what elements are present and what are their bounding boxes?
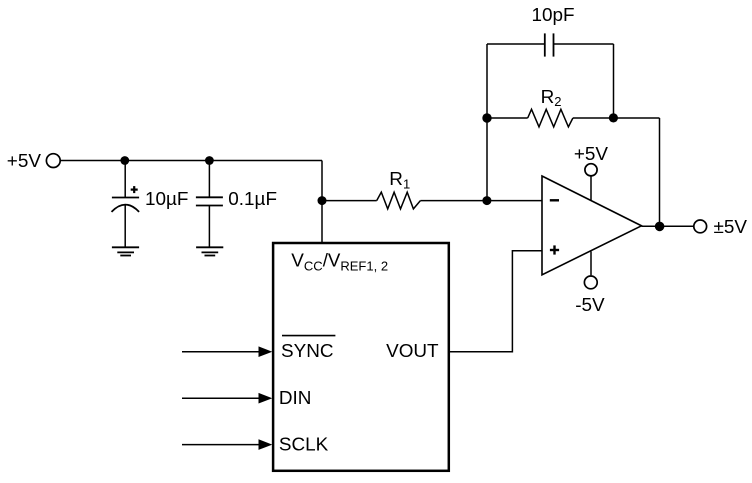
svg-text:0.1µF: 0.1µF: [228, 189, 277, 210]
svg-text:+5V: +5V: [7, 151, 42, 172]
svg-text:SCLK: SCLK: [279, 434, 329, 455]
svg-text:SYNC: SYNC: [281, 341, 333, 362]
svg-text:+5V: +5V: [574, 144, 609, 165]
svg-text:VOUT: VOUT: [386, 341, 439, 362]
svg-text:-5V: -5V: [575, 295, 605, 316]
svg-text:10µF: 10µF: [145, 189, 188, 210]
svg-text:±5V: ±5V: [714, 217, 748, 238]
svg-text:DIN: DIN: [279, 388, 312, 409]
svg-text:10pF: 10pF: [532, 5, 575, 26]
